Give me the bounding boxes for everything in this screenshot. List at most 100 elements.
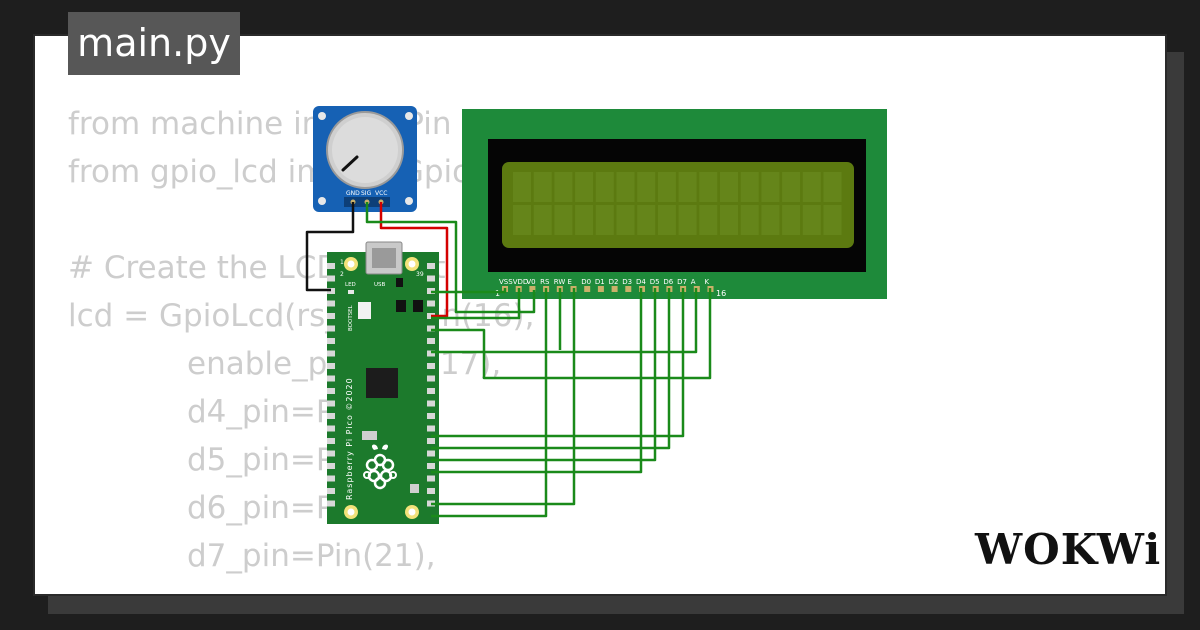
pico-gpio-pin[interactable] — [327, 363, 335, 369]
wire-rw[interactable] — [431, 288, 576, 506]
lcd-pin[interactable] — [625, 286, 632, 292]
pico-gpio-pin[interactable] — [327, 400, 335, 407]
pico-component — [396, 300, 406, 312]
lcd-char-cell — [657, 172, 676, 202]
pico-gpio-pin[interactable] — [427, 413, 435, 419]
pico-gpio-pin[interactable] — [327, 413, 335, 419]
pico-gpio-pin[interactable] — [327, 463, 335, 469]
lcd-pin-label: K — [705, 278, 710, 286]
pico-mount-hole-center — [347, 508, 355, 516]
lcd-char-cell — [554, 172, 573, 202]
pico-gpio-pin[interactable] — [427, 438, 435, 444]
pico-gpio-pin[interactable] — [327, 488, 335, 494]
pico-gpio-pin[interactable] — [327, 313, 335, 319]
wire-k[interactable] — [431, 288, 548, 518]
pot-mount-hole — [318, 112, 326, 120]
pico-gpio-pin[interactable] — [327, 338, 335, 344]
pico-gpio-pin[interactable] — [327, 450, 335, 457]
pico-gpio-pin[interactable] — [327, 500, 335, 507]
wire-d6[interactable] — [431, 288, 657, 462]
pico-gpio-pin[interactable] — [427, 400, 435, 407]
usb-port — [372, 248, 396, 268]
pico-gpio-pin[interactable] — [427, 338, 435, 344]
potentiometer[interactable]: GND SIG VCC — [313, 106, 417, 212]
lcd-char-cell — [533, 172, 552, 202]
wire-vss[interactable] — [431, 288, 507, 294]
pico-gpio-pin[interactable] — [427, 388, 435, 394]
lcd-char-cell — [616, 205, 635, 235]
pico-gpio-pin[interactable] — [427, 463, 435, 469]
lcd-pin-1-label: 1 — [495, 289, 500, 298]
pico-gpio-pin[interactable] — [327, 300, 335, 307]
pico-gpio-pin[interactable] — [427, 425, 435, 432]
pico-gpio-pin[interactable] — [427, 375, 435, 382]
wire-d7[interactable] — [431, 288, 643, 474]
wire-vcc[interactable] — [379, 202, 449, 318]
pico-gpio-pin[interactable] — [427, 488, 435, 494]
lcd-char-cell — [657, 205, 676, 235]
lcd-char-cell — [761, 205, 780, 235]
lcd-pin-label: D2 — [609, 278, 619, 286]
pot-knob-indicator — [341, 155, 359, 172]
lcd-char-cell — [823, 205, 842, 235]
pico-pin-1-label: 1 — [340, 259, 344, 266]
file-tab[interactable]: main.py — [68, 12, 240, 75]
pico-component — [410, 484, 419, 493]
pot-mount-hole — [405, 112, 413, 120]
pico-gpio-pin[interactable] — [427, 475, 435, 482]
lcd-char-cell — [782, 205, 801, 235]
bootsel-label: BOOTSEL — [348, 304, 354, 331]
wire-rs[interactable] — [431, 288, 712, 380]
pico-gpio-pin[interactable] — [327, 425, 335, 432]
pico-gpio-pin[interactable] — [327, 388, 335, 394]
raspberry-pi-pico[interactable]: 1 2 39 LED USB BOOTSEL Raspberry Pi Pico… — [327, 241, 439, 524]
pico-gpio-pin[interactable] — [327, 375, 335, 382]
lcd-pin-label: V0 — [526, 278, 535, 286]
wire-d5[interactable] — [431, 288, 671, 450]
pico-gpio-pin[interactable] — [327, 475, 335, 482]
pico-gpio-pin[interactable] — [327, 263, 335, 269]
bootsel-button[interactable] — [358, 302, 371, 319]
wire-e[interactable] — [431, 288, 698, 354]
lcd-char-cell — [554, 205, 573, 235]
lcd-pin[interactable] — [611, 286, 618, 292]
pico-gpio-pin[interactable] — [427, 450, 435, 457]
pico-gpio-pin[interactable] — [327, 275, 335, 282]
lcd-pin-label: VSS — [499, 278, 513, 286]
pico-mount-hole-center — [408, 508, 416, 516]
pico-gpio-pin[interactable] — [427, 363, 435, 369]
lcd-char-cell — [802, 172, 821, 202]
lcd-pin-label: RS — [540, 278, 550, 286]
wire-d4[interactable] — [431, 288, 685, 438]
pico-gpio-pin[interactable] — [427, 300, 435, 307]
lcd-pin-label: A — [691, 278, 696, 286]
code-line: num_lines=2, num_columns=16) — [68, 580, 968, 590]
board-name: Raspberry Pi Pico ©2020 — [345, 377, 354, 500]
lcd-char-cell — [720, 205, 738, 235]
pico-gpio-pin[interactable] — [427, 325, 435, 332]
pico-gpio-pin[interactable] — [327, 438, 335, 444]
lcd-char-cell — [823, 172, 842, 202]
raspberry-logo-icon — [363, 444, 397, 490]
wire-sig-v0[interactable] — [365, 202, 536, 314]
pico-gpio-pin[interactable] — [427, 350, 435, 357]
lcd-char-cell — [699, 172, 718, 202]
pico-gpio-pin[interactable] — [327, 325, 335, 332]
pico-gpio-pin[interactable] — [327, 350, 335, 357]
pico-gpio-pin[interactable] — [427, 275, 435, 282]
lcd-char-cell — [513, 205, 531, 235]
pot-mount-hole — [405, 197, 413, 205]
wire-gnd[interactable] — [305, 202, 355, 292]
lcd-pin-label: D5 — [650, 278, 660, 286]
lcd-pin[interactable] — [597, 286, 604, 292]
lcd-char-cell — [802, 205, 821, 235]
pot-pin-label: SIG — [361, 190, 372, 197]
wire-vdd[interactable] — [431, 288, 521, 320]
lcd-pin[interactable] — [529, 286, 536, 292]
lcd-pin-label: D7 — [677, 278, 687, 286]
lcd-char-cell — [513, 172, 531, 202]
lcd-pin[interactable] — [584, 286, 591, 292]
pico-gpio-pin[interactable] — [427, 263, 435, 269]
lcd-char-cell — [678, 172, 697, 202]
